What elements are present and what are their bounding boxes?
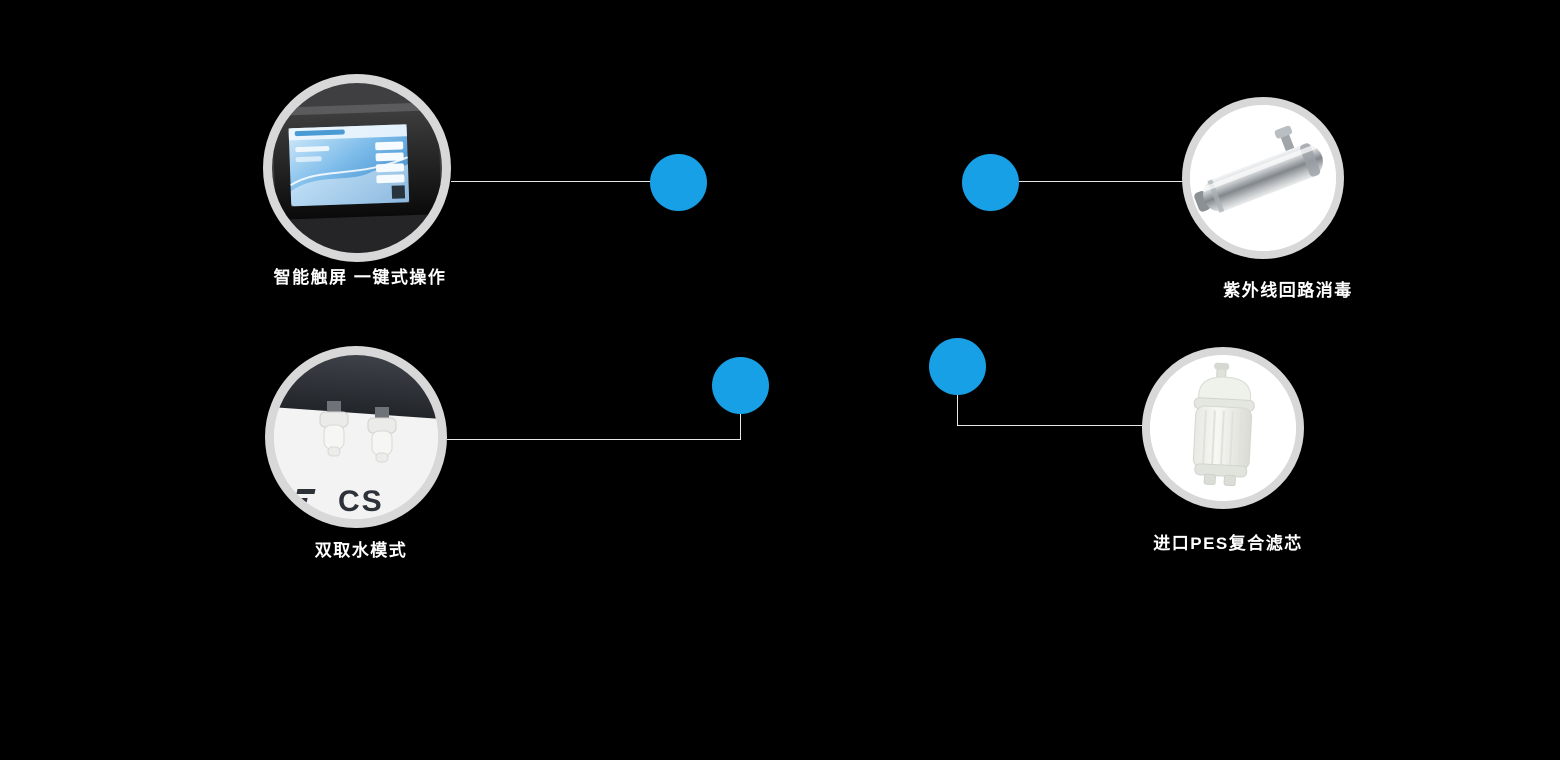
uv-lamp-icon [1190,105,1336,251]
touchscreen-device [272,102,442,220]
callout-dot-touchscreen [650,154,707,211]
uv-lamp-tube [1194,125,1323,213]
touchscreen-icon [272,83,442,253]
uv-lamp-photo-circle [1182,97,1344,259]
partial-logo-text: CS [338,485,384,518]
connector-line-filter-horizontal [957,425,1142,426]
callout-dot-filter [929,338,986,395]
connector-line-dual-vertical [740,414,741,440]
connector-line-touchscreen [451,181,651,182]
touchscreen-photo-circle [263,74,451,262]
connector-line-dual-horizontal [447,439,741,440]
callout-dot-uv [962,154,1019,211]
filter-cartridge [1192,362,1255,487]
dual-outlets-photo-circle: CS [265,346,447,528]
filter-cartridge-icon [1150,355,1296,501]
callout-dot-dual [712,357,769,414]
feature-label-uv: 紫外线回路消毒 [1223,281,1353,300]
feature-label-filter: 进口PES复合滤芯 [1153,534,1303,553]
feature-label-dual: 双取水模式 [314,541,408,560]
filter-photo-circle [1142,347,1304,509]
water-nozzle-right [367,407,397,463]
connector-line-uv [1019,181,1183,182]
connector-line-filter-vertical [957,395,958,426]
dual-outlets-icon: CS [274,355,438,519]
water-nozzle-left [319,401,349,457]
feature-label-touchscreen: 智能触屏 一键式操作 [273,268,447,287]
